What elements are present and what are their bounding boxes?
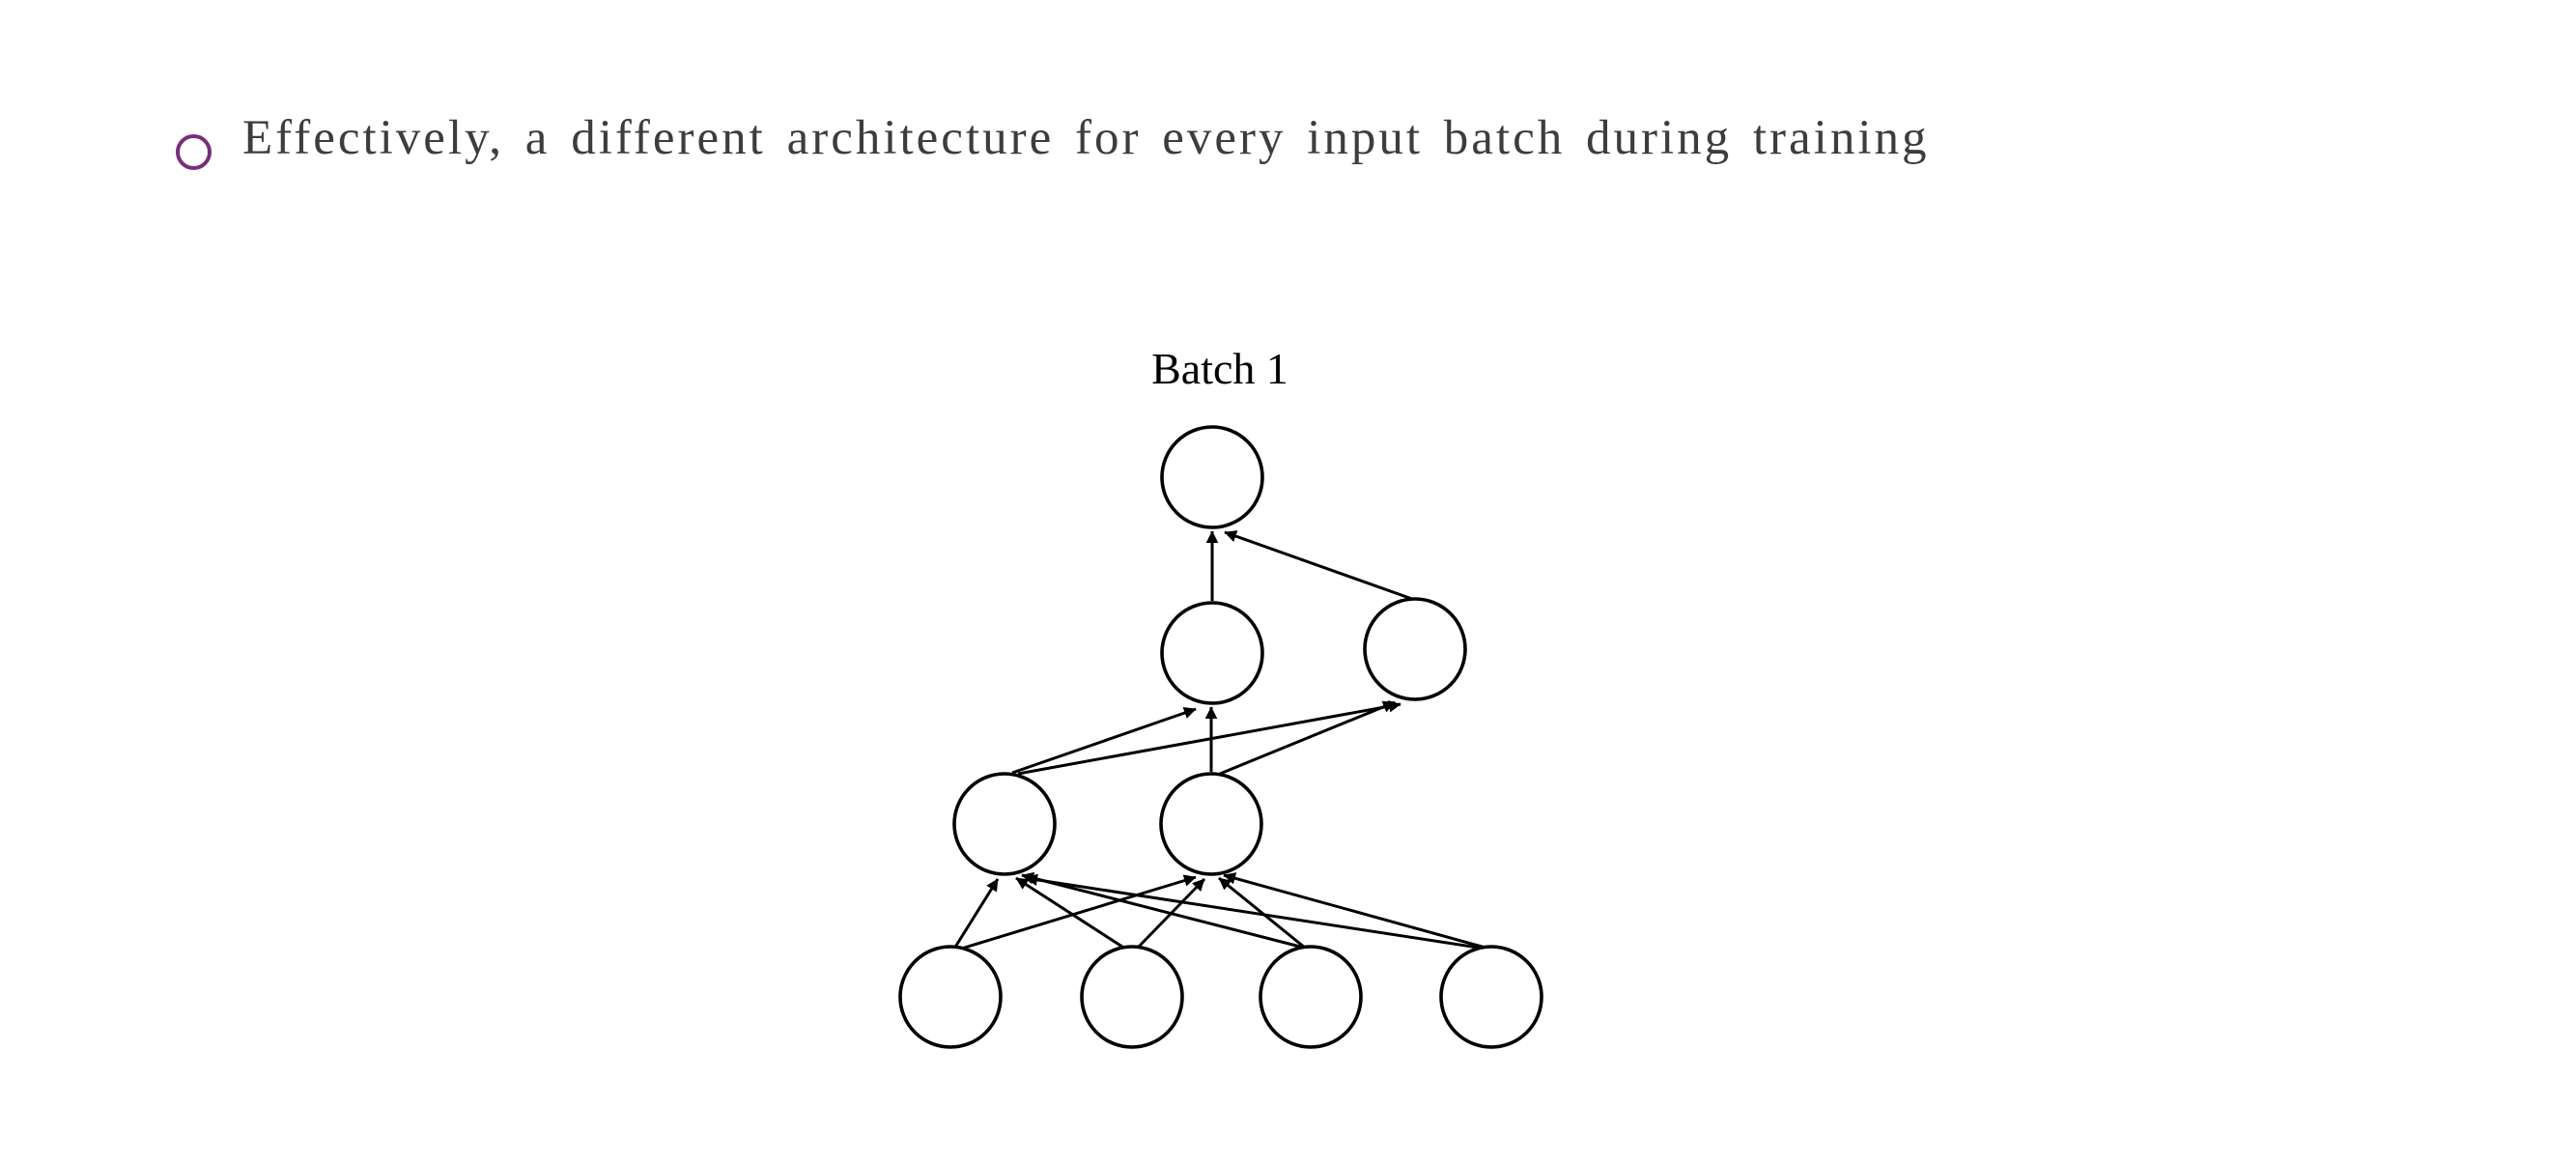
edge-input-1-to-h1-center bbox=[957, 874, 1197, 951]
node-h1-left bbox=[952, 772, 1057, 876]
edge-h1-left-to-h2-right bbox=[1017, 699, 1401, 776]
edge-h1-left-to-h2-left bbox=[1011, 706, 1197, 775]
bullet-item: Effectively, a different architecture fo… bbox=[176, 106, 1930, 170]
node-output bbox=[1160, 425, 1264, 529]
edge-input-1-to-h1-left bbox=[952, 878, 1000, 950]
edge-input-4-to-h1-left bbox=[1025, 873, 1486, 951]
nodes-layer bbox=[898, 425, 1543, 1049]
edges-layer bbox=[952, 530, 1486, 951]
edge-input-4-to-h1-center bbox=[1223, 872, 1486, 950]
bullet-text: Effectively, a different architecture fo… bbox=[242, 111, 1930, 165]
edge-h1-center-to-h2-right bbox=[1219, 700, 1396, 776]
bullet-circle-icon bbox=[176, 134, 212, 170]
edge-h2-right-to-output bbox=[1224, 530, 1413, 601]
node-h1-center bbox=[1159, 772, 1263, 876]
node-h2-left bbox=[1160, 601, 1264, 705]
edge-input-2-to-h1-left bbox=[1015, 876, 1126, 951]
diagram-title: Batch 1 bbox=[1151, 344, 1288, 393]
edge-input-3-to-h1-left bbox=[1021, 871, 1305, 950]
edge-input-3-to-h1-center bbox=[1218, 876, 1306, 950]
node-input-1 bbox=[898, 945, 1003, 1049]
node-input-2 bbox=[1080, 945, 1184, 1049]
node-input-4 bbox=[1439, 945, 1543, 1049]
node-input-3 bbox=[1259, 945, 1363, 1049]
node-h2-right bbox=[1363, 597, 1467, 701]
